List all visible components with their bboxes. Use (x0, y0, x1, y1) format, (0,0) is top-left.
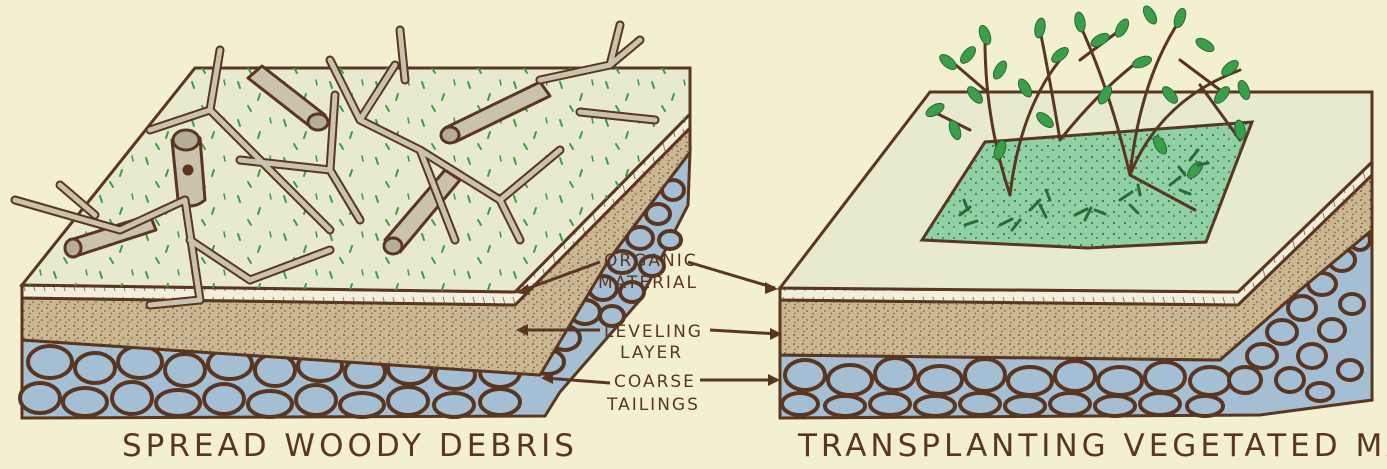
right-panel-block (780, 4, 1372, 418)
right-panel-caption: TRANSPLANTING VEGETATED MASS (797, 428, 1387, 464)
organic-label-line2: MATERIAL (598, 273, 698, 293)
coarse-label-line2: TAILINGS (606, 395, 700, 415)
leveling-label-line2: LAYER (620, 343, 683, 363)
organic-label-line1: ORGANIC (604, 251, 698, 271)
coarse-tailings-label: COARSE TAILINGS (541, 372, 780, 415)
left-panel-block (15, 25, 690, 418)
left-panel-caption: SPREAD WOODY DEBRIS (122, 428, 578, 464)
coarse-label-line1: COARSE (614, 372, 696, 392)
leveling-label-line1: LEVELING (604, 322, 703, 342)
